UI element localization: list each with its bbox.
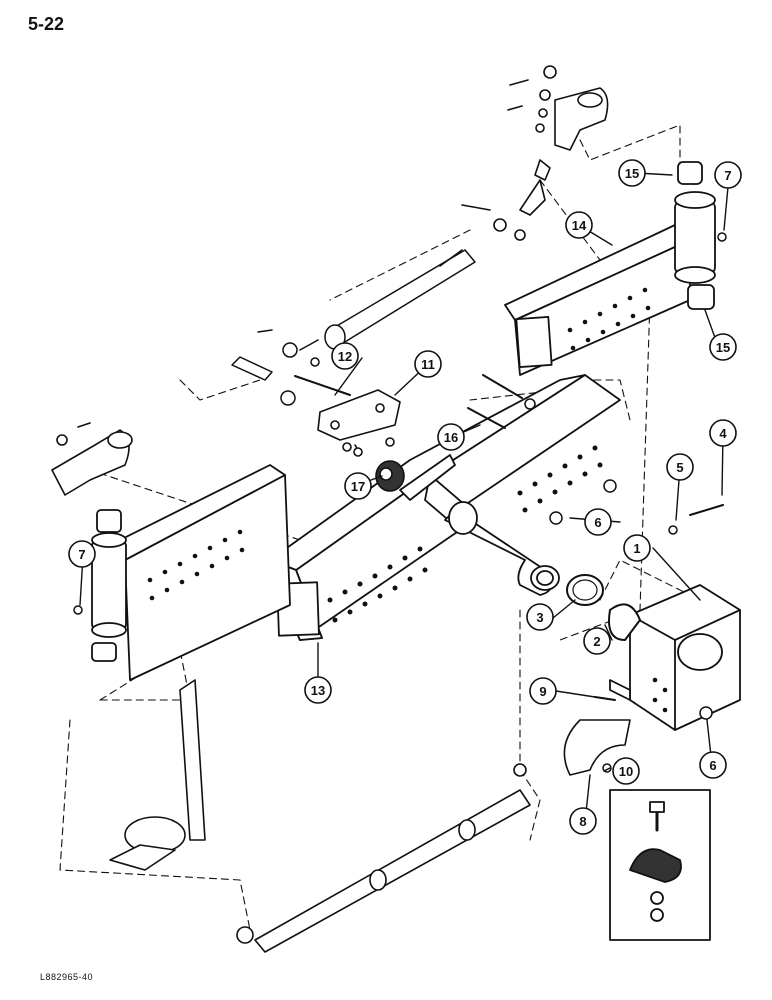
callout-14: 14 bbox=[565, 211, 593, 239]
steering-cylinder bbox=[299, 249, 476, 351]
callout-9: 9 bbox=[529, 677, 557, 705]
bracket-11 bbox=[317, 389, 401, 457]
left-steering-arm bbox=[51, 422, 133, 496]
main-axle-beam bbox=[269, 374, 621, 641]
callout-3: 3 bbox=[526, 603, 554, 631]
figure-code: L882965-40 bbox=[40, 972, 94, 982]
callout-15b: 15 bbox=[709, 333, 737, 361]
svg-text:16: 16 bbox=[444, 430, 458, 445]
right-axle-extension bbox=[504, 161, 716, 376]
pivot-housing-1 bbox=[609, 584, 741, 731]
callout-2: 2 bbox=[583, 627, 611, 655]
tie-rod bbox=[236, 763, 531, 953]
callout-15a: 15 bbox=[618, 159, 646, 187]
callout-7a: 7 bbox=[68, 540, 96, 568]
left-axle-extension bbox=[91, 464, 291, 681]
left-spindle bbox=[109, 679, 206, 871]
svg-text:6: 6 bbox=[709, 758, 716, 773]
callout-4: 4 bbox=[709, 419, 737, 447]
callout-5: 5 bbox=[666, 453, 694, 481]
strap-8 bbox=[563, 719, 631, 776]
callout-13: 13 bbox=[304, 676, 332, 704]
ring-2 bbox=[608, 603, 641, 641]
svg-text:5: 5 bbox=[676, 460, 683, 475]
callout-12: 12 bbox=[331, 342, 359, 370]
callout-8: 8 bbox=[569, 807, 597, 835]
bolt-16 bbox=[467, 407, 506, 429]
svg-text:10: 10 bbox=[619, 764, 633, 779]
svg-text:2: 2 bbox=[593, 634, 600, 649]
svg-text:6: 6 bbox=[594, 515, 601, 530]
svg-text:8: 8 bbox=[579, 814, 586, 829]
bolt-upper bbox=[482, 374, 523, 399]
svg-text:12: 12 bbox=[338, 349, 352, 364]
callout-11: 11 bbox=[414, 350, 442, 378]
svg-text:1: 1 bbox=[633, 541, 640, 556]
callout-10: 10 bbox=[612, 757, 640, 785]
callout-markers: 1 2 3 4 5 6 6 7 7 8 9 10 11 12 13 14 15 … bbox=[68, 159, 742, 835]
svg-text:3: 3 bbox=[536, 610, 543, 625]
small-hardware bbox=[73, 232, 727, 773]
svg-text:15: 15 bbox=[716, 340, 730, 355]
svg-text:9: 9 bbox=[539, 684, 546, 699]
page-number: 5-22 bbox=[28, 14, 65, 34]
svg-text:13: 13 bbox=[311, 683, 325, 698]
callout-7b: 7 bbox=[714, 161, 742, 189]
callout-17: 17 bbox=[344, 472, 372, 500]
top-steering-arm bbox=[461, 65, 609, 241]
svg-text:7: 7 bbox=[78, 547, 85, 562]
beam-holes bbox=[327, 445, 603, 623]
left-fittings bbox=[231, 329, 320, 406]
bushing-17 bbox=[375, 460, 405, 492]
callout-6a: 6 bbox=[584, 508, 612, 536]
callout-1: 1 bbox=[623, 534, 651, 562]
detail-inset bbox=[609, 789, 711, 941]
bolt-12 bbox=[294, 375, 351, 396]
svg-text:4: 4 bbox=[719, 426, 727, 441]
svg-text:7: 7 bbox=[724, 168, 731, 183]
svg-text:15: 15 bbox=[625, 166, 639, 181]
svg-text:11: 11 bbox=[421, 357, 435, 372]
svg-text:14: 14 bbox=[572, 218, 587, 233]
svg-text:17: 17 bbox=[351, 479, 365, 494]
callout-16: 16 bbox=[437, 423, 465, 451]
callout-6b: 6 bbox=[699, 751, 727, 779]
